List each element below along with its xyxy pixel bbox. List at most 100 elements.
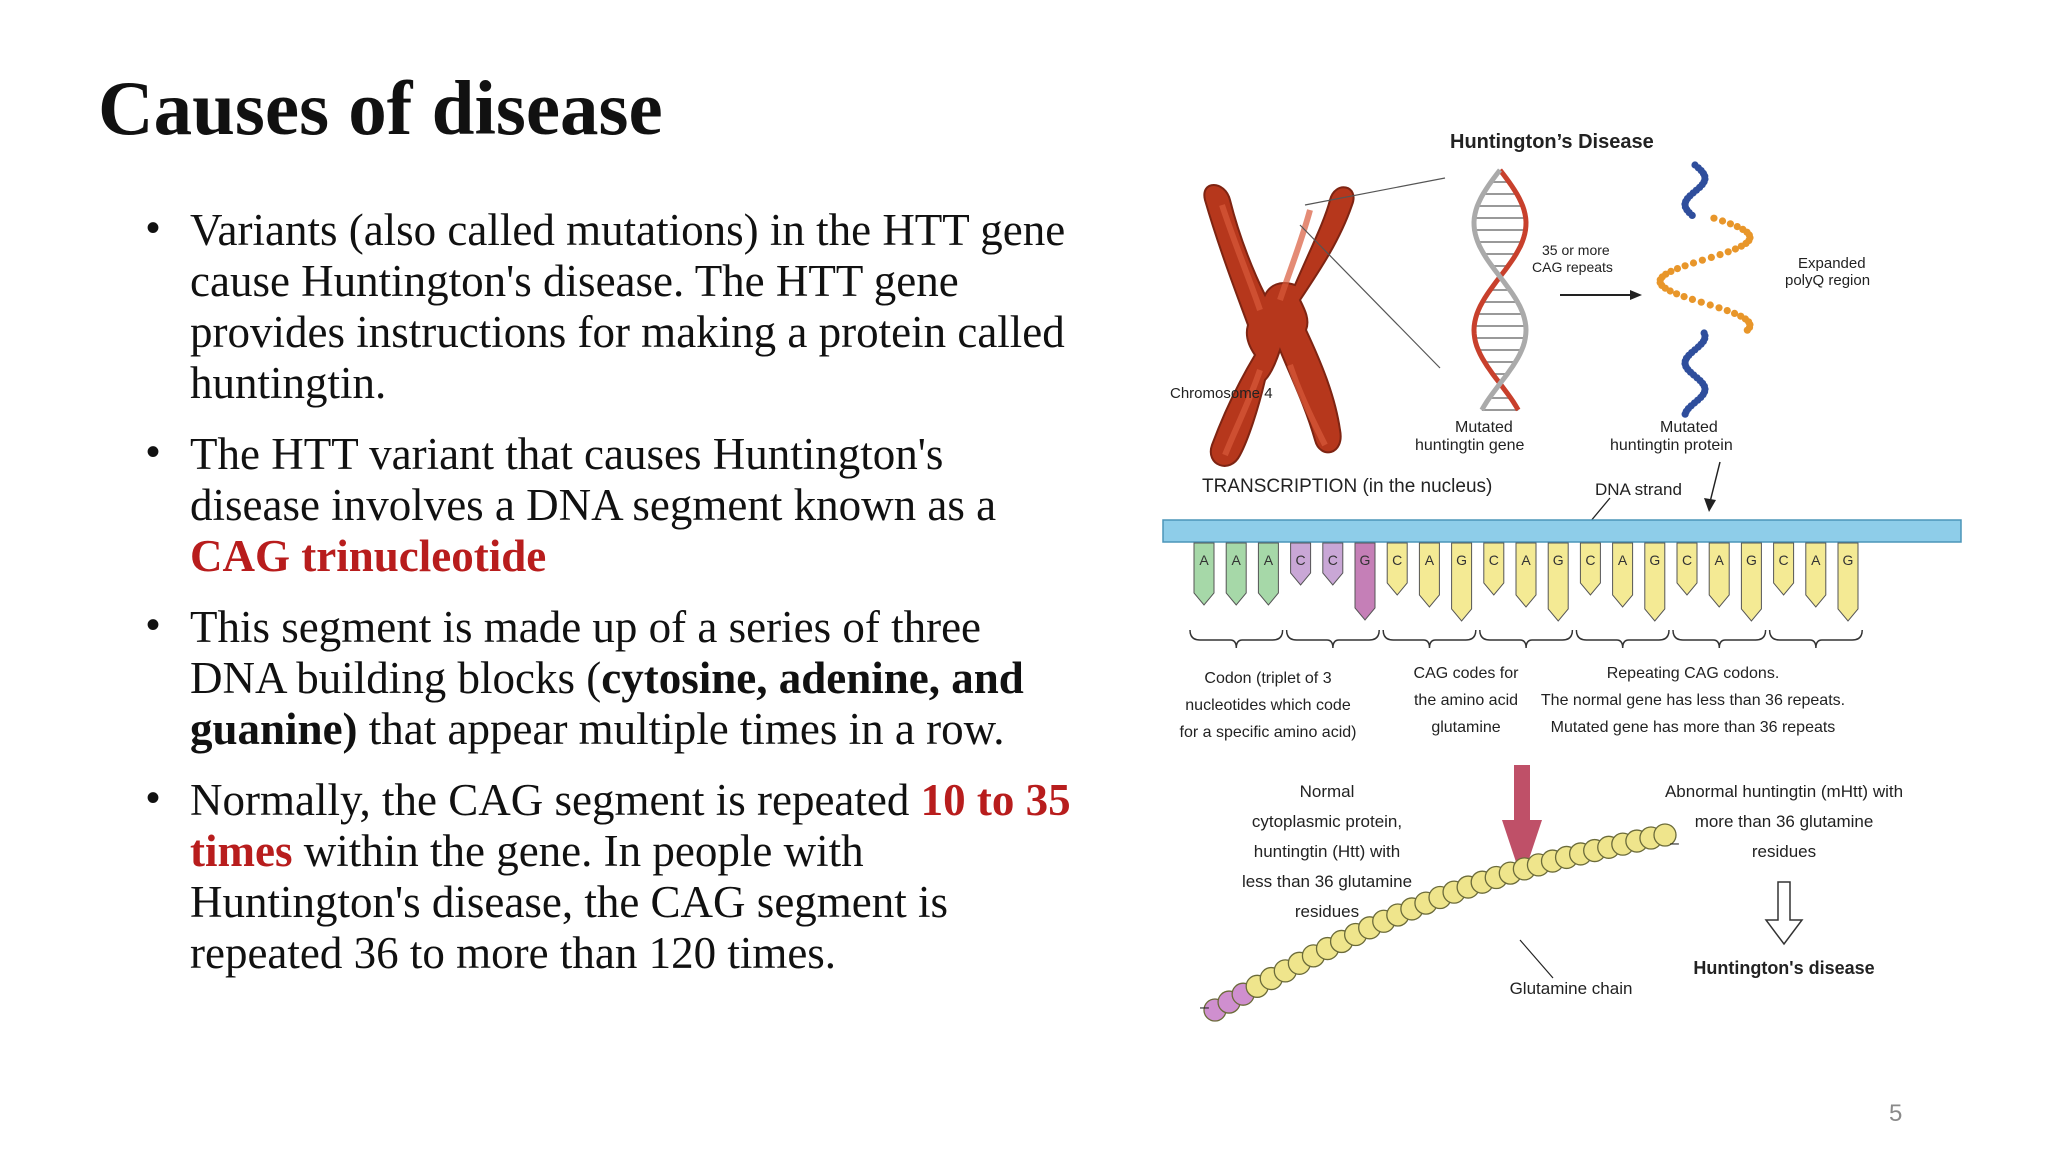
bold-text: cytosine, adenine, and guanine) (190, 653, 1024, 754)
base-a: A (1708, 542, 1730, 608)
protein-label: huntingtin protein (1610, 437, 1733, 454)
svg-text:C: C (1489, 552, 1499, 568)
polyq-bead (1689, 259, 1698, 267)
highlight-text: CAG trinucleotide (190, 531, 547, 581)
dna-helix-icon (1471, 168, 1529, 412)
svg-text:A: A (1618, 552, 1628, 568)
arrow-down-icon (1704, 461, 1721, 512)
base-a: A (1257, 542, 1279, 606)
bullet-item: Normally, the CAG segment is repeated 10… (144, 773, 1079, 979)
svg-text:A: A (1715, 552, 1725, 568)
polyq-bead (1697, 298, 1705, 306)
base-g: G (1644, 542, 1666, 622)
polyq-bead (1707, 253, 1715, 261)
svg-text:G: G (1746, 552, 1757, 568)
gene-label: Mutated (1455, 419, 1513, 436)
svg-text:G: G (1843, 552, 1854, 568)
base-c: C (1676, 542, 1698, 596)
svg-text:A: A (1811, 552, 1821, 568)
svg-text:A: A (1521, 552, 1531, 568)
repeating-label: Mutated gene has more than 36 repeats (1551, 719, 1836, 736)
repeating-label: Repeating CAG codons. (1607, 665, 1780, 682)
normal-label: residues (1295, 902, 1359, 921)
base-a: A (1225, 542, 1247, 606)
normal-label: Normal (1300, 782, 1355, 801)
codon-label: nucleotides which code (1185, 697, 1351, 714)
slide-title: Causes of disease (98, 65, 663, 151)
codon-label: Codon (triplet of 3 (1204, 670, 1331, 687)
base-a: A (1805, 542, 1827, 608)
bullet-item: Variants (also called mutations) in the … (144, 203, 1079, 409)
polyq-bead (1726, 220, 1735, 228)
base-g: G (1837, 542, 1859, 622)
abnormal-label: more than 36 glutamine (1695, 812, 1874, 831)
svg-text:–: – (1200, 999, 1209, 1016)
glutamine-chain-icon (1203, 823, 1677, 1022)
polyq-note: polyQ region (1785, 272, 1870, 289)
polyq-bead (1724, 248, 1732, 256)
polyq-note: Expanded (1798, 255, 1866, 272)
polyq-bead (1681, 262, 1689, 270)
polyq-bead (1715, 304, 1723, 312)
polyq-chain-icon (1656, 161, 1754, 418)
svg-text:–: – (1670, 835, 1679, 852)
page-number: 5 (1889, 1100, 1903, 1127)
polyq-bead (1688, 295, 1697, 303)
arrow-down-icon (1764, 881, 1804, 946)
polyq-bead (1710, 214, 1718, 222)
diagram-title: Huntington’s Disease (1450, 131, 1654, 153)
glutamine-bead (1653, 823, 1677, 847)
base-g: G (1451, 542, 1473, 622)
huntington-diagram: Huntington’s Disease Chromosome 4 35 or … (1162, 131, 1962, 1022)
normal-label: less than 36 glutamine (1242, 872, 1412, 891)
bullet-item: The HTT variant that causes Huntington's… (144, 427, 1079, 582)
highlight-text: 10 to 35 times (190, 775, 1071, 876)
svg-text:C: C (1682, 552, 1692, 568)
polyq-bead (1743, 326, 1751, 334)
cag-label: CAG codes for (1414, 665, 1520, 682)
polyq-bead (1688, 211, 1696, 219)
svg-text:C: C (1585, 552, 1595, 568)
chromosome-icon (1203, 184, 1355, 467)
polyq-bead (1716, 251, 1724, 259)
arrow-down-icon (1502, 765, 1542, 880)
transcription-label: TRANSCRIPTION (in the nucleus) (1202, 476, 1492, 497)
svg-text:A: A (1264, 552, 1274, 568)
polyq-bead (1723, 307, 1731, 315)
polyq-bead (1730, 309, 1739, 317)
bullet-list: Variants (also called mutations) in the … (144, 203, 1079, 999)
base-g: G (1547, 542, 1569, 622)
bullet-item: This segment is made up of a series of t… (144, 600, 1079, 755)
polyq-bead (1706, 301, 1714, 309)
svg-text:C: C (1296, 552, 1306, 568)
polyq-bead (1718, 217, 1727, 225)
svg-text:A: A (1199, 552, 1209, 568)
base-a: A (1515, 542, 1537, 608)
protein-label: Mutated (1660, 419, 1718, 436)
polyq-bead (1698, 256, 1706, 264)
base-c: C (1579, 542, 1601, 596)
base-c: C (1322, 542, 1344, 586)
base-c: C (1773, 542, 1795, 596)
svg-text:C: C (1392, 552, 1402, 568)
arrow-right-icon (1560, 290, 1642, 300)
abnormal-label: residues (1752, 842, 1816, 861)
cag-label: glutamine (1431, 719, 1500, 736)
normal-label: cytoplasmic protein, (1252, 812, 1402, 831)
gene-label: huntingtin gene (1415, 437, 1525, 454)
chromosome-label: Chromosome 4 (1170, 385, 1273, 402)
svg-text:G: G (1456, 552, 1467, 568)
svg-text:A: A (1425, 552, 1435, 568)
polyq-bead (1680, 293, 1688, 301)
polyq-bead (1731, 245, 1739, 253)
abnormal-label: Abnormal huntingtin (mHtt) with (1665, 782, 1903, 801)
polyq-bead (1673, 265, 1682, 273)
svg-text:C: C (1779, 552, 1789, 568)
codon-label: for a specific amino acid) (1180, 724, 1357, 741)
normal-label: huntingtin (Htt) with (1254, 842, 1400, 861)
polyq-bead (1681, 410, 1689, 418)
base-a: A (1612, 542, 1634, 608)
polyq-bead (1672, 290, 1681, 298)
polyq-bead (1737, 242, 1745, 250)
